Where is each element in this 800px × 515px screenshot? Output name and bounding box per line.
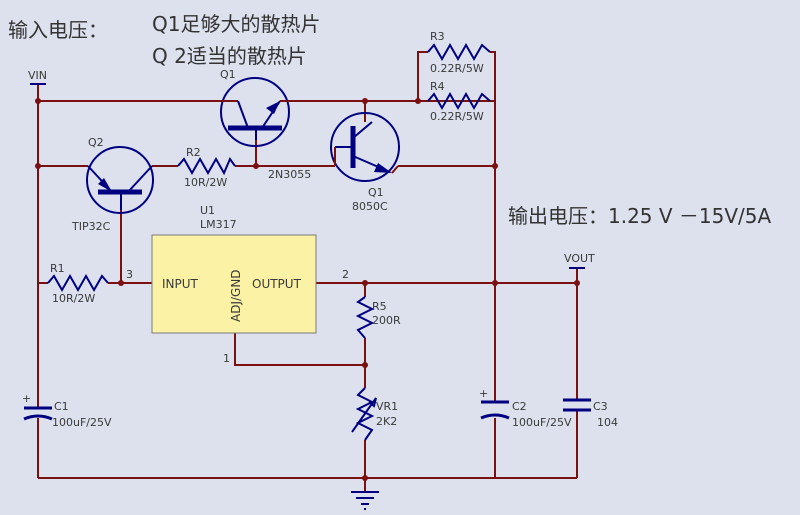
resistor-r1: R1 10R/2W: [47, 262, 109, 305]
junction-dots: [35, 98, 580, 481]
r2-ref: R2: [186, 146, 201, 159]
r5-value: 200R: [372, 314, 401, 327]
resistor-r5: R5 200R: [355, 296, 401, 339]
r3-value: 0.22R/5W: [430, 62, 484, 75]
c1-value: 100uF/25V: [52, 416, 112, 429]
q1-heatsink-note: Q1足够大的散热片: [152, 12, 321, 36]
r2-value: 10R/2W: [184, 176, 227, 189]
output-voltage-note: 输出电压：1.25 V －15V/5A: [508, 204, 772, 228]
c2-ref: C2: [512, 400, 527, 413]
r5-ref: R5: [372, 300, 387, 313]
resistor-r2: R2 10R/2W: [177, 146, 236, 189]
transistor-q2: Q2 TIP32C: [71, 136, 154, 233]
vr1-value: 2K2: [376, 415, 397, 428]
q1-ref: Q1: [220, 68, 236, 81]
u1-pin2-number: 2: [342, 268, 349, 281]
r1-value: 10R/2W: [52, 292, 95, 305]
u1-pin-adj-label: ADJ/GND: [229, 269, 243, 322]
r4-value: 0.22R/5W: [430, 110, 484, 123]
c1-ref: C1: [54, 400, 69, 413]
q1-8050-ref: Q1: [368, 186, 384, 199]
lm317-body: [151, 234, 317, 334]
ground-symbol: [351, 491, 379, 510]
capacitor-c2: + C2 100uF/25V: [479, 387, 572, 429]
u1-part: LM317: [200, 218, 237, 231]
vr1-ref: VR1: [376, 400, 398, 413]
r3-ref: R3: [430, 30, 445, 43]
r1-ref: R1: [50, 262, 65, 275]
resistor-r4: R4 0.22R/5W: [427, 80, 491, 123]
c3-ref: C3: [593, 400, 608, 413]
wires: [37, 51, 578, 492]
q1-part: 2N3055: [268, 168, 311, 181]
c2-plus: +: [479, 387, 488, 400]
transistor-q1-2n3055: Q1 2N3055: [205, 68, 311, 181]
vout-label: VOUT: [564, 252, 595, 265]
vin-port: VIN: [28, 69, 47, 85]
regulator-u1: U1 LM317 INPUT OUTPUT ADJ/GND 3 2 1: [126, 204, 349, 365]
c3-value: 104: [597, 416, 618, 429]
vout-port: VOUT: [564, 252, 595, 269]
u1-ref: U1: [200, 204, 215, 217]
q2-heatsink-note: Q 2适当的散热片: [152, 44, 307, 68]
potentiometer-vr1: VR1 2K2: [351, 387, 398, 441]
u1-pin-input-label: INPUT: [162, 277, 199, 291]
u1-pin-output-label: OUTPUT: [252, 277, 302, 291]
capacitor-c1: + C1 100uF/25V: [22, 392, 112, 429]
input-voltage-note: 输入电压：: [8, 18, 108, 42]
c2-value: 100uF/25V: [512, 416, 572, 429]
c1-plus: +: [22, 392, 31, 405]
vin-label: VIN: [28, 69, 47, 82]
r4-ref: R4: [430, 80, 445, 93]
capacitor-c3: C3 104: [563, 398, 618, 429]
u1-pin3-number: 3: [126, 268, 133, 281]
u1-pin1-number: 1: [223, 352, 230, 365]
transistor-q1-8050c: Q1 8050C: [330, 112, 400, 213]
q1-8050-part: 8050C: [352, 200, 388, 213]
resistor-r3: R3 0.22R/5W: [427, 30, 491, 75]
q2-ref: Q2: [88, 136, 104, 149]
q2-part: TIP32C: [71, 220, 111, 233]
